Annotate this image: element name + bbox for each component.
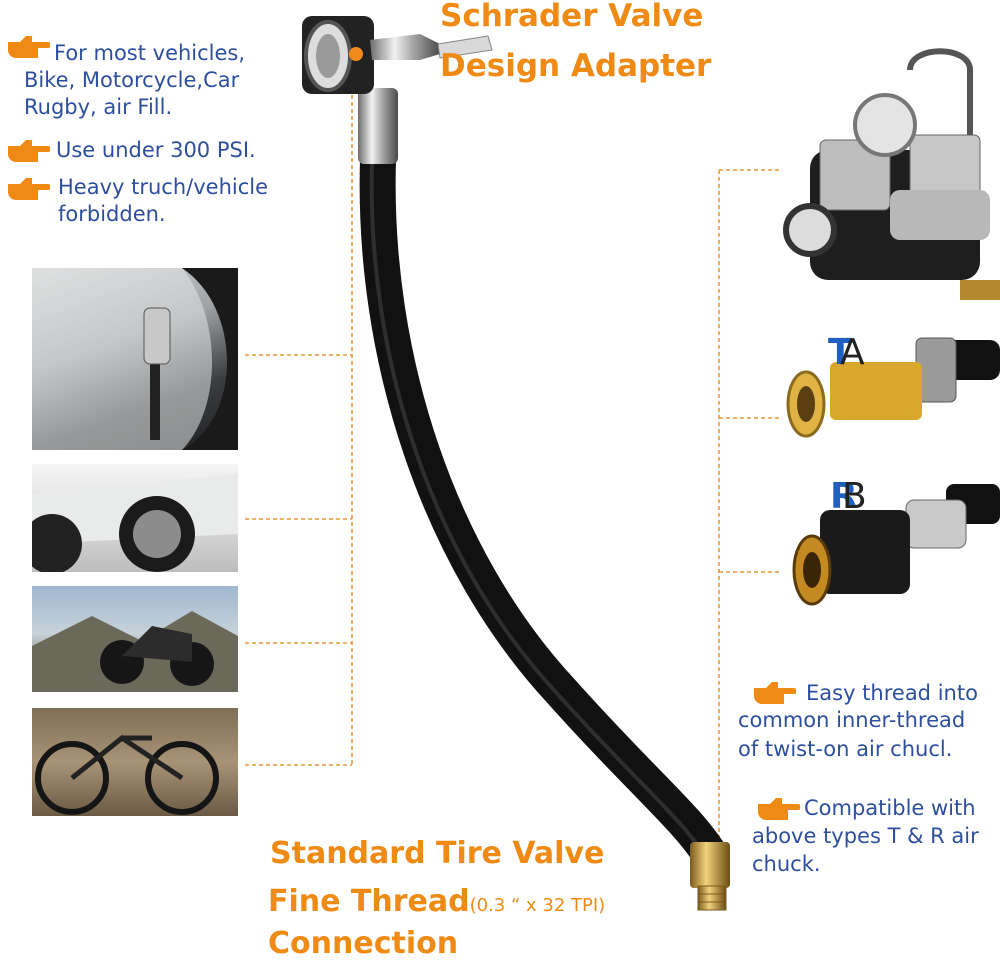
- bicycle-graphic: [35, 734, 219, 815]
- left-note-1-line1: For most vehicles,: [54, 41, 246, 65]
- left-note-3-line1: Heavy truch/vehicle: [58, 175, 269, 199]
- t-type-chuck-photo: [786, 330, 1000, 450]
- car-wheel-photo: [32, 464, 238, 572]
- t-type-chuck-graphic: [786, 337, 1000, 438]
- pointing-hand-icon: [8, 178, 50, 200]
- motorcycle-graphic: [32, 611, 238, 692]
- r-type-label: R B: [830, 476, 867, 517]
- bottom-heading-line1: Standard Tire Valve: [270, 836, 605, 871]
- car-wheel-graphic: [32, 474, 238, 572]
- right-note-2-line2: above types T & R air: [752, 824, 979, 848]
- right-note-1-line1: Easy thread into: [806, 681, 978, 705]
- bottom-heading-line3: Connection: [268, 926, 459, 961]
- t-type-letter: T: [828, 332, 853, 373]
- tire-valve-graphic: [32, 268, 238, 450]
- air-hose-adapter-image: [302, 16, 730, 911]
- bicycle-photo: [32, 708, 238, 816]
- right-note-2-line3: chuck.: [752, 852, 821, 876]
- bottom-heading-fine-thread: Fine Thread: [268, 884, 470, 919]
- right-note-1-line2: common inner-thread: [738, 708, 966, 732]
- pointing-hand-icon: [754, 682, 796, 704]
- right-note-1-line3: of twist-on air chucl.: [738, 737, 953, 761]
- tire-valve-photo: [32, 268, 238, 450]
- t-type-label: T A: [828, 332, 865, 373]
- t-type-overlay-letter: A: [840, 332, 865, 373]
- top-heading-line1: Schrader Valve: [440, 0, 704, 34]
- pointing-hand-icon: [758, 798, 800, 820]
- r-type-overlay-letter: B: [842, 476, 867, 517]
- r-type-chuck-photo: [786, 470, 1000, 610]
- pointing-hand-icon: [8, 140, 50, 162]
- left-note-3-line2: forbidden.: [58, 202, 166, 226]
- pointing-hand-icon: [8, 36, 50, 58]
- r-type-chuck-graphic: [792, 484, 1000, 606]
- bottom-heading-spec: (0.3 “ x 32 TPI): [469, 895, 606, 916]
- top-heading-line2: Design Adapter: [440, 48, 712, 84]
- left-note-2-line1: Use under 300 PSI.: [56, 138, 256, 162]
- left-note-1-line2: Bike, Motorcycle,Car: [24, 68, 240, 92]
- air-compressor-photo: [780, 40, 1000, 310]
- right-note-2-line1: Compatible with: [804, 796, 976, 820]
- r-type-letter: R: [830, 476, 858, 517]
- left-note-1-line3: Rugby, air Fill.: [24, 95, 173, 119]
- motorcycle-photo: [32, 586, 238, 692]
- bottom-heading-line2: Fine Thread(0.3 “ x 32 TPI): [268, 884, 605, 919]
- air-compressor-graphic: [783, 48, 1000, 300]
